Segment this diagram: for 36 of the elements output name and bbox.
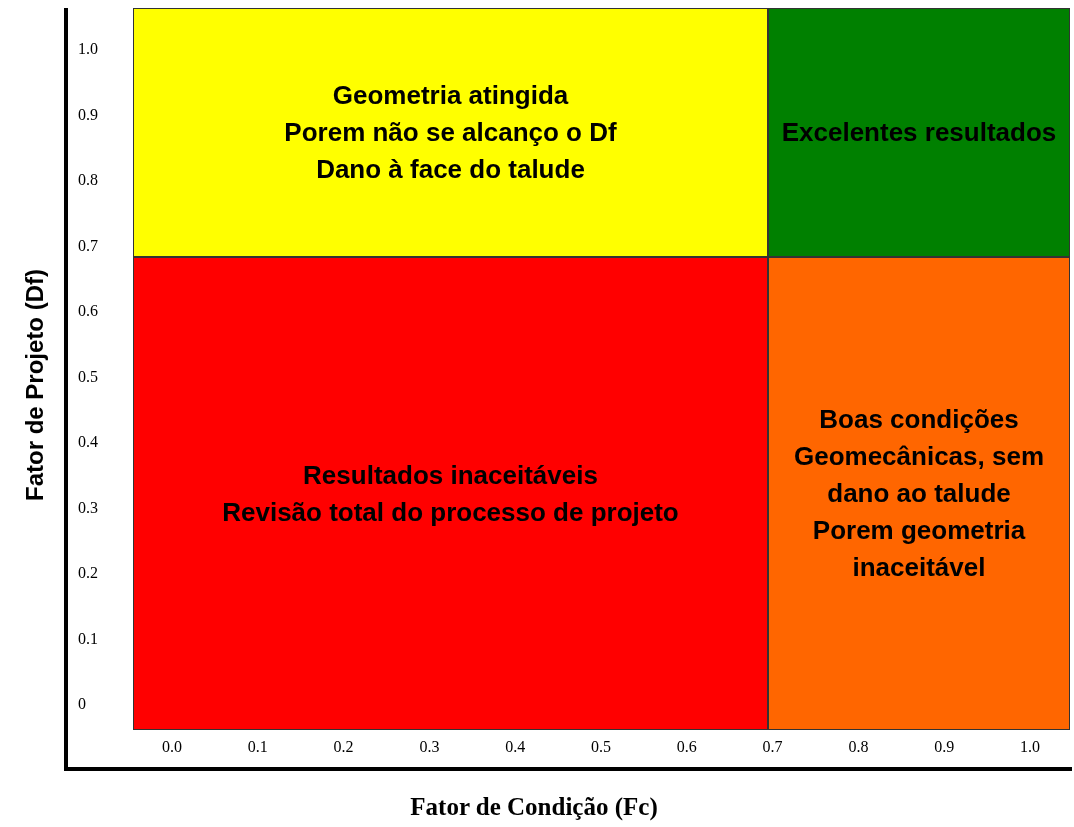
axis-title: Fator de Condição (Fc) (410, 793, 658, 821)
tick-label: 0.3 (419, 738, 440, 756)
region-text: Geometria atingida (332, 79, 569, 112)
tick-label: 1.0 (78, 40, 98, 58)
quadrant-region (133, 257, 768, 730)
tick-label: 0.2 (78, 564, 98, 582)
quadrant-region (768, 8, 1070, 257)
tick-label: 0.7 (762, 738, 783, 756)
tick-label: 0.7 (78, 236, 98, 255)
tick-label: 0.3 (78, 498, 98, 517)
region-text: Porem não se alcanço o Df (284, 116, 617, 149)
tick-label: 0.8 (848, 738, 869, 756)
tick-label: 0.6 (78, 302, 98, 320)
tick-label: 0.4 (505, 738, 526, 756)
tick-label: 0.9 (934, 738, 955, 756)
region-text: Resultados inaceitáveis (303, 458, 598, 492)
tick-label: 0.5 (591, 738, 611, 756)
tick-label: 0.8 (78, 171, 98, 189)
tick-label: 0.5 (78, 367, 98, 386)
tick-label: 0.6 (676, 738, 697, 756)
region-text: Porem geometria inaceitável (811, 514, 1027, 584)
region-text: Excelentes resultados (781, 116, 1057, 149)
quadrant-region (768, 257, 1070, 730)
tick-label: 0.1 (78, 629, 98, 648)
tick-label: 0.1 (247, 738, 268, 756)
region-text: Dano à face do talude (316, 153, 585, 186)
region-text: Revisão total do processo de projeto (222, 495, 679, 529)
tick-label: 0.9 (78, 105, 98, 124)
tick-label: 1.0 (1020, 738, 1040, 756)
tick-label: 0 (78, 695, 86, 713)
tick-label: 0.4 (78, 433, 98, 451)
tick-label: 0.0 (162, 738, 182, 756)
region-text: Boas condições Geomecânicas, sem dano ao talude (792, 403, 1045, 510)
axis-title: Fator de Projeto (Df) (21, 269, 49, 501)
quadrant-region (133, 8, 768, 257)
tick-label: 0.2 (333, 738, 354, 756)
